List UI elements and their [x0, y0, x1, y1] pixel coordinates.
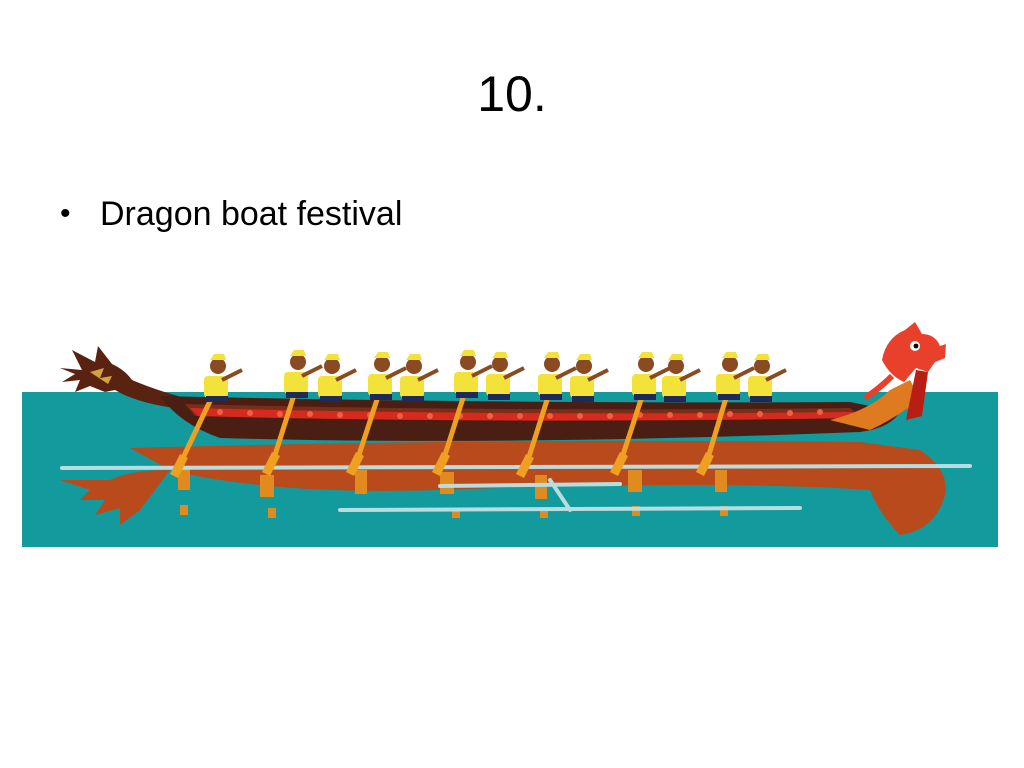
rower	[570, 354, 609, 402]
rower	[696, 352, 755, 476]
bullet-dot: •	[60, 197, 71, 230]
slide-title: 10.	[477, 66, 547, 122]
boat-reflection	[130, 440, 946, 535]
dragon-beard	[906, 370, 928, 420]
rower	[662, 354, 701, 402]
rower	[262, 350, 323, 476]
dragon-head	[882, 322, 946, 382]
rower	[486, 352, 525, 400]
paddle-reflections	[178, 468, 728, 518]
bullet-text: Dragon boat festival	[100, 195, 403, 233]
water-ripples	[60, 464, 972, 512]
bullet-item: • Dragon boat festival	[60, 190, 402, 238]
rowers	[170, 350, 787, 478]
rower	[748, 354, 787, 402]
dragon-tail	[60, 346, 200, 410]
rower	[346, 352, 407, 476]
bullet-list: • Dragon boat festival	[60, 190, 402, 238]
dragon-boat-illustration	[22, 322, 998, 547]
rower	[170, 354, 243, 478]
rower	[400, 354, 439, 402]
rower	[318, 354, 357, 402]
rower	[610, 352, 671, 476]
rower	[432, 350, 493, 476]
rower	[516, 352, 577, 478]
tail-reflection	[60, 470, 170, 525]
dragon-neck	[830, 380, 920, 430]
